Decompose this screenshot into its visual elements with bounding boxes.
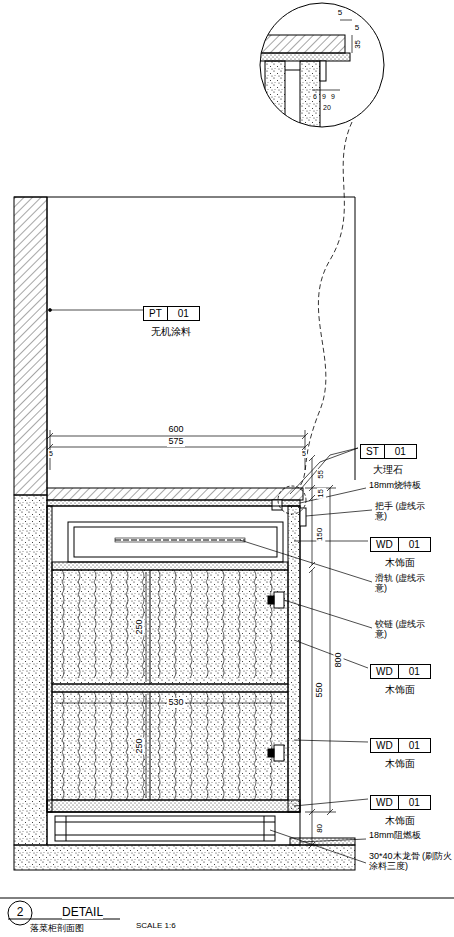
material-name: 大理石 bbox=[372, 464, 404, 476]
material-number: 01 bbox=[398, 538, 430, 551]
wood-grain bbox=[110, 570, 112, 678]
material-tag: WD01 木饰面 bbox=[370, 792, 431, 828]
material-name: 木饰面 bbox=[384, 684, 416, 696]
dimension-text: 550 bbox=[315, 681, 325, 698]
wood-grain bbox=[270, 692, 272, 800]
tag-box: ST01 bbox=[360, 444, 417, 459]
material-code: WD bbox=[371, 665, 398, 678]
material-tag: WD01 木饰面 bbox=[370, 661, 431, 697]
material-name: 无机涂料 bbox=[150, 326, 192, 338]
dimension-text: 6 bbox=[312, 93, 318, 101]
wood-grain bbox=[94, 570, 96, 678]
tag-box: WD01 bbox=[370, 795, 431, 810]
wood-grain bbox=[238, 570, 240, 678]
dimension-text: 250 bbox=[135, 618, 145, 635]
wood-grain bbox=[254, 692, 256, 800]
material-code: WD bbox=[371, 538, 398, 551]
material-tag: ST01 大理石 bbox=[360, 441, 417, 477]
wood-grain bbox=[62, 692, 64, 800]
material-code: WD bbox=[371, 739, 398, 752]
wood-grain bbox=[158, 570, 160, 678]
dimension-text: 600 bbox=[167, 425, 184, 435]
material-number: 01 bbox=[384, 445, 416, 458]
tag-box: WD01 bbox=[370, 537, 431, 552]
wood-grain bbox=[206, 692, 208, 800]
dimension-text: 150 bbox=[317, 526, 326, 541]
wood-grain bbox=[190, 692, 192, 800]
wood-grain bbox=[78, 570, 80, 678]
detail-number: 2 bbox=[16, 906, 25, 919]
wood-grain bbox=[238, 692, 240, 800]
detail-title: DETAIL bbox=[62, 905, 103, 919]
dimension-text: 5 bbox=[337, 9, 343, 18]
material-name: 木饰面 bbox=[384, 758, 416, 770]
wood-grain bbox=[62, 570, 64, 678]
material-code: PT bbox=[144, 307, 167, 320]
material-tag: PT01 无机涂料 bbox=[143, 303, 200, 339]
material-code: ST bbox=[361, 445, 384, 458]
dimension-text: 35 bbox=[354, 39, 363, 50]
wood-grain bbox=[174, 692, 176, 800]
material-code: WD bbox=[371, 796, 398, 809]
wood-grain bbox=[270, 570, 272, 678]
dimension-text: 5 bbox=[48, 450, 54, 458]
dimension-text: 5 bbox=[354, 24, 360, 33]
tag-box: WD01 bbox=[370, 738, 431, 753]
tag-box: WD01 bbox=[370, 664, 431, 679]
dimension-text: 575 bbox=[167, 437, 184, 447]
wood-grain bbox=[110, 692, 112, 800]
dimension-text: 530 bbox=[167, 698, 184, 708]
wood-grain bbox=[158, 692, 160, 800]
callout-note: 18mm阻燃板 bbox=[368, 831, 422, 841]
dimension-text: 80 bbox=[316, 823, 325, 834]
wood-grain bbox=[190, 570, 192, 678]
wood-grain bbox=[126, 570, 128, 678]
tag-box: PT01 bbox=[143, 306, 200, 321]
material-number: 01 bbox=[167, 307, 199, 320]
dimension-text: 20 bbox=[322, 104, 332, 112]
material-name: 木饰面 bbox=[384, 815, 416, 827]
wood-grain bbox=[222, 570, 224, 678]
drawing-caption: 落菜柜剖面图 bbox=[30, 922, 84, 935]
dimension-text: 5 bbox=[301, 450, 307, 458]
material-name: 木饰面 bbox=[384, 557, 416, 569]
wood-grain bbox=[78, 692, 80, 800]
material-tag: WD01 木饰面 bbox=[370, 534, 431, 570]
dimension-text: 800 bbox=[334, 651, 344, 668]
callout-note: 铰链 (虚线示意) bbox=[374, 620, 434, 640]
material-number: 01 bbox=[398, 665, 430, 678]
callout-note: 18mm烧特板 bbox=[368, 481, 422, 491]
material-number: 01 bbox=[398, 796, 430, 809]
wood-grain bbox=[126, 692, 128, 800]
wood-grain bbox=[174, 570, 176, 678]
dimension-text: 55 bbox=[317, 469, 326, 480]
wood-grain bbox=[254, 570, 256, 678]
wood-grain bbox=[94, 692, 96, 800]
callout-note: 把手 (虚线示意) bbox=[374, 502, 434, 522]
dimension-text: 9 bbox=[321, 93, 327, 101]
dimension-text: 250 bbox=[135, 737, 145, 754]
material-number: 01 bbox=[398, 739, 430, 752]
dimension-text: 15 bbox=[317, 488, 326, 499]
callout-note: 30*40木龙骨 (刷防火涂料三度) bbox=[368, 852, 454, 872]
wood-grain bbox=[222, 692, 224, 800]
callout-note: 滑轨 (虚线示意) bbox=[374, 574, 434, 594]
material-tag: WD01 木饰面 bbox=[370, 735, 431, 771]
wood-grain bbox=[206, 570, 208, 678]
scale-note: SCALE 1:6 bbox=[135, 922, 177, 931]
dimension-text: 9 bbox=[330, 93, 336, 101]
